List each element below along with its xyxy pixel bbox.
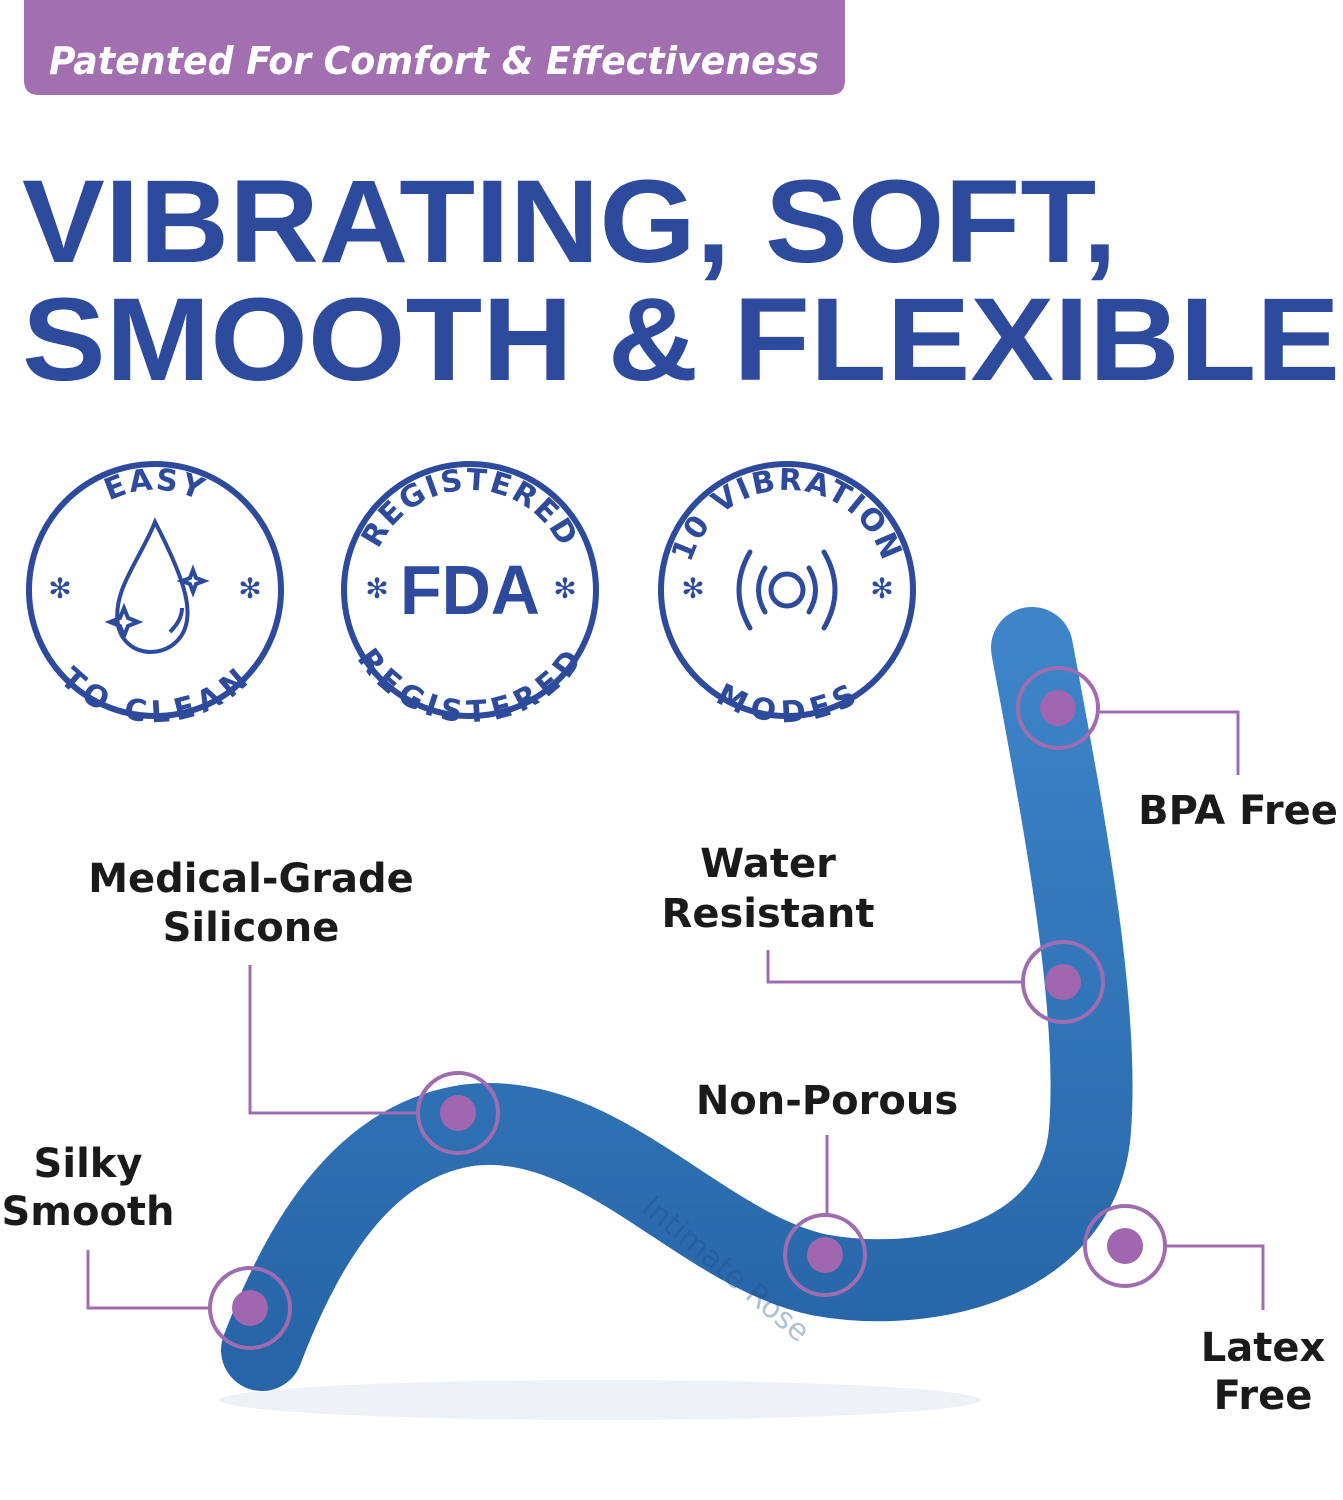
callout-label: Free [1214, 1373, 1313, 1419]
asterisk-icon: ✻ [48, 574, 71, 605]
badge-easy-to-clean: EASY TO CLEAN ✻ ✻ [26, 461, 284, 730]
svg-text:REGISTERED: REGISTERED [355, 463, 586, 554]
badge-top-text: 10 VIBRATION [665, 463, 907, 567]
headline-line-2: SMOOTH & FLEXIBLE [22, 274, 1340, 406]
asterisk-icon: ✻ [681, 574, 704, 605]
callout-latex-free: Latex Free [1083, 1204, 1326, 1419]
badge-bottom-text: REGISTERED [350, 642, 588, 730]
asterisk-icon: ✻ [365, 574, 388, 605]
callout-label: Smooth [1, 1189, 174, 1235]
svg-text:MODES: MODES [711, 677, 864, 731]
badge-vibration-modes: 10 VIBRATION MODES ✻ ✻ [658, 461, 916, 731]
callout-label: Silicone [163, 905, 340, 951]
fda-logo: FDA [400, 551, 540, 629]
badge-fda-registered: REGISTERED REGISTERED FDA ✻ ✻ [341, 461, 599, 730]
callout-medical-grade-silicone: Medical-Grade Silicone [88, 856, 500, 1155]
asterisk-icon: ✻ [870, 574, 893, 605]
callout-label: Silky [34, 1141, 143, 1187]
svg-text:10 VIBRATION: 10 VIBRATION [665, 463, 909, 567]
svg-text:REGISTERED: REGISTERED [350, 642, 590, 730]
callout-label: Non-Porous [696, 1078, 958, 1124]
vibration-icon [736, 549, 838, 631]
badge-top-text: EASY [99, 462, 208, 508]
callout-silky-smooth: Silky Smooth [1, 1141, 292, 1350]
callout-water-resistant: Water Resistant [662, 841, 1105, 1024]
asterisk-icon: ✻ [553, 574, 576, 605]
headline-line-1: VIBRATING, SOFT, [22, 156, 1117, 288]
water-drop-icon [104, 517, 210, 654]
callout-label: Water [700, 841, 836, 887]
product-wand: Intimate Rose [220, 607, 1133, 1420]
banner: Patented For Comfort & Effectiveness [24, 0, 845, 95]
callout-label: BPA Free [1138, 788, 1338, 834]
svg-text:EASY: EASY [99, 462, 210, 508]
banner-text: Patented For Comfort & Effectiveness [49, 39, 819, 83]
callout-label: Latex [1201, 1325, 1326, 1371]
callout-label: Resistant [662, 891, 875, 937]
badge-top-text: REGISTERED [355, 463, 584, 554]
callout-non-porous: Non-Porous [696, 1078, 958, 1297]
badge-bottom-text: MODES [711, 677, 862, 731]
callout-label: Medical-Grade [88, 856, 414, 902]
asterisk-icon: ✻ [238, 574, 261, 605]
callout-bpa-free: BPA Free [1016, 666, 1338, 834]
